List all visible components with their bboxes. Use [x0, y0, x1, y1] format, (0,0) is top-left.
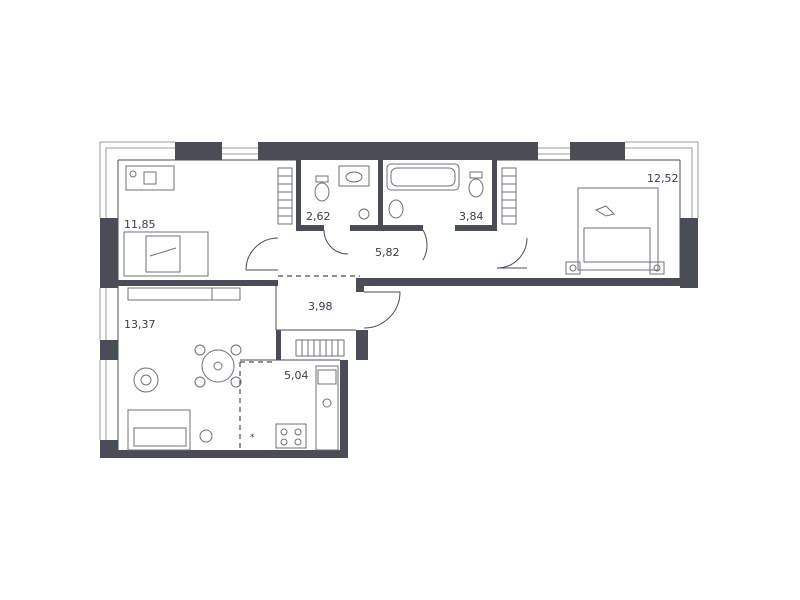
bathtub-icon	[386, 163, 460, 191]
area-kitchen: 5,04	[284, 369, 309, 382]
svg-text:*: *	[250, 433, 255, 443]
bathroom-fixtures	[314, 163, 484, 220]
dining-table	[201, 349, 235, 383]
sink-icon	[338, 165, 370, 187]
wardrobes	[277, 167, 517, 357]
toilet-2-icon	[388, 199, 404, 219]
bed-left	[123, 231, 209, 277]
window-glazing	[99, 141, 699, 440]
area-bathroom-bath: 3,84	[459, 210, 484, 223]
bedroom-left-furniture	[123, 165, 209, 277]
kitchen-sink-icon	[317, 369, 337, 385]
walls	[100, 142, 698, 458]
room-outlines	[117, 159, 681, 450]
zone-dividers	[239, 275, 360, 450]
area-hallway: 5,82	[375, 246, 400, 259]
toilet-3-icon	[468, 178, 484, 198]
door-bathroom-bath	[422, 229, 428, 261]
area-labels: 11,85 2,62 5,82 3,84 12,52 3,98 13,37 5,…	[124, 172, 679, 382]
door-bedroom-left	[245, 237, 279, 271]
kitchen-furniture: *	[250, 365, 339, 451]
door-entrance	[363, 291, 401, 329]
living-room-furniture	[127, 287, 242, 451]
plant-icon	[133, 367, 159, 393]
bedroom-right-furniture	[565, 187, 665, 275]
area-bedroom-left: 11,85	[124, 218, 156, 231]
area-bathroom-small: 2,62	[306, 210, 331, 223]
door-bedroom-right	[496, 237, 528, 269]
sofa	[127, 409, 191, 451]
area-corridor: 3,98	[308, 300, 333, 313]
area-living-room: 13,37	[124, 318, 156, 331]
tv-unit	[127, 287, 241, 301]
stove-icon	[275, 423, 307, 449]
area-bedroom-right: 12,52	[647, 172, 679, 185]
doors	[245, 229, 528, 329]
bed-right	[577, 187, 659, 271]
door-bathroom-small	[323, 229, 349, 255]
toilet-icon	[314, 182, 330, 202]
